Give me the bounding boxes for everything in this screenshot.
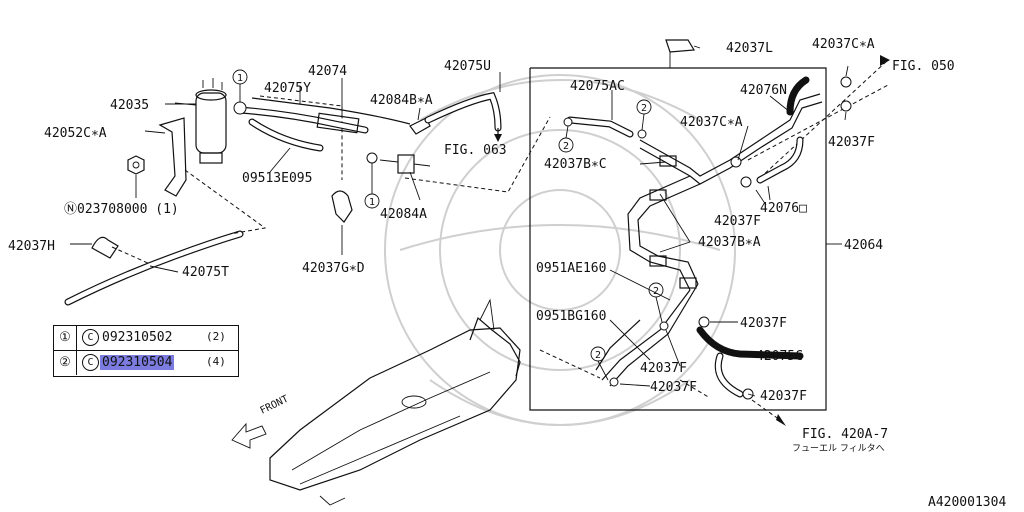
hose-09513e095 (248, 118, 324, 152)
legend-key-1: ① (54, 326, 77, 350)
callout-2-a: 2 (641, 103, 647, 114)
label-fig420a7: FIG. 420A-7 (802, 427, 888, 442)
fuel-tank (269, 298, 521, 506)
bracket-42052c (144, 117, 187, 197)
label-42084b: 42084B∗A (370, 93, 433, 108)
callout-2-b: 2 (563, 141, 569, 152)
callout-1-b: 1 (369, 197, 375, 208)
callout-2-d: 2 (595, 350, 601, 361)
label-0951ae160: 0951AE160 (536, 261, 606, 276)
label-42037c-top: 42037C∗A (812, 37, 875, 52)
label-42064: 42064 (844, 238, 883, 253)
callout-1-a: 1 (237, 73, 243, 84)
valve-42084b (409, 92, 502, 142)
label-42037f-bottom-left: 42037F (650, 380, 697, 395)
label-42052c: 42052C∗A (44, 126, 107, 141)
label-42075c: 42075C (756, 349, 803, 364)
clip-42037g (331, 190, 353, 255)
arrow-fig420 (751, 399, 786, 426)
label-42037c-mid: 42037C∗A (680, 115, 743, 130)
label-42037f-mid: 42037F (714, 214, 761, 229)
legend-key-2: ② (54, 351, 77, 375)
label-42037l: 42037L (726, 41, 773, 56)
label-42035: 42035 (110, 98, 149, 113)
callout-circles: 1 1 2 2 2 2 (232, 69, 664, 381)
clamps-42037f (563, 76, 852, 400)
legend-qty-2: (4) (206, 355, 226, 368)
nut-part (127, 155, 145, 198)
label-fig050: FIG. 050 (892, 59, 955, 74)
legend-c-mark-1: C (82, 329, 99, 346)
label-09513e095: 09513E095 (242, 171, 312, 186)
label-42037f-top-right: 42037F (828, 135, 875, 150)
front-arrow (231, 422, 267, 449)
clamp-legend-table: ① C 092310502 (2) ② C 092310504 (4) (53, 325, 239, 377)
pipe-42074 (251, 97, 411, 134)
label-42074: 42074 (308, 64, 347, 79)
label-42075u: 42075U (444, 59, 491, 74)
valve-42084a (379, 154, 431, 174)
label-42037f-center: 42037F (640, 361, 687, 376)
legend-qty-1: (2) (206, 330, 226, 343)
clip-42037l (665, 39, 696, 68)
canister-42035 (174, 78, 227, 164)
label-42075t: 42075T (182, 265, 229, 280)
arrow-fig050 (880, 55, 890, 66)
legend-row-1: ① C 092310502 (2) (54, 326, 238, 351)
label-42037b-a: 42037B∗A (698, 235, 761, 250)
label-front: FRONT (258, 394, 290, 417)
legend-row-2: ② C 092310504 (4) (54, 351, 238, 375)
label-42037f-right: 42037F (740, 316, 787, 331)
pipe-assembly-box-42064 (529, 67, 842, 411)
label-42076o: 42076□ (760, 201, 807, 216)
label-42037h: 42037H (8, 239, 55, 254)
hose-42075y (236, 106, 369, 134)
legend-part-1: 092310502 (102, 330, 173, 345)
label-42076n: 42076N (740, 83, 787, 98)
pipe-network (566, 76, 823, 398)
callout-2-c: 2 (653, 286, 659, 297)
label-42037f-bottom-right: 42037F (760, 389, 807, 404)
label-42075y: 42075Y (264, 81, 311, 96)
label-42037b-c: 42037B∗C (544, 157, 607, 172)
clip-42037h (70, 236, 119, 259)
label-0951bg160: 0951BG160 (536, 309, 606, 324)
legend-c-mark-2: C (82, 354, 99, 371)
legend-part-2-selected[interactable]: 092310504 (100, 355, 175, 370)
label-fig063: FIG. 063 (444, 143, 507, 158)
watermark-emblem (384, 74, 736, 426)
label-023708000: Ⓝ023708000 (1) (64, 202, 179, 217)
doc-id: A420001304 (928, 495, 1006, 510)
label-42084a: 42084A (380, 207, 427, 222)
leader-lines (165, 45, 849, 397)
pipe-42075t (64, 230, 244, 306)
label-42075ac: 42075AC (570, 79, 625, 94)
label-42037g: 42037G∗D (302, 261, 365, 276)
label-fuel-filter-jp: フューエル フィルタへ (792, 443, 885, 454)
